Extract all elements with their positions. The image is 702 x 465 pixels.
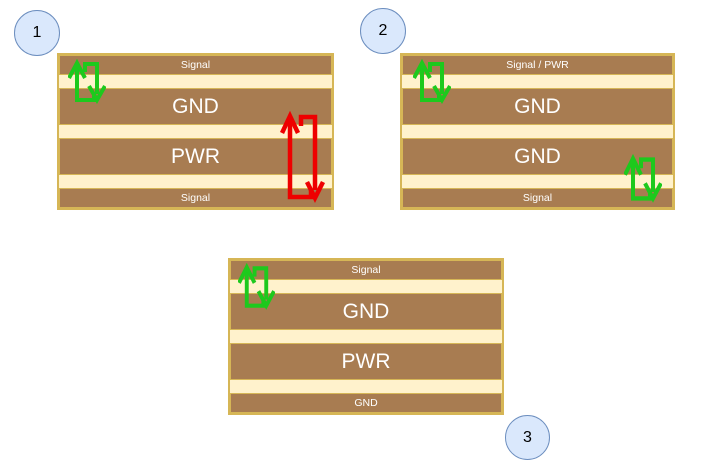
layer-label: GND <box>354 396 378 409</box>
green-loop-arrow-icon <box>68 57 106 107</box>
diagram-3: Signal GND PWR GND 3 <box>180 240 560 465</box>
layer-signal-top: Signal <box>59 55 332 75</box>
layer-label: Signal <box>522 191 553 204</box>
dielectric-gap <box>59 75 332 88</box>
diagram-2-number-badge: 2 <box>360 8 406 54</box>
layer-signal-bottom: Signal <box>59 188 332 208</box>
layer-gnd-bottom: GND <box>230 393 502 413</box>
layer-label: PWR <box>171 145 220 168</box>
dielectric-gap <box>402 75 673 88</box>
dielectric-gap <box>402 175 673 188</box>
layer-label: Signal <box>180 191 211 204</box>
stackup-3: Signal GND PWR GND <box>228 258 504 415</box>
stackup-2: Signal / PWR GND GND Signal <box>400 53 675 210</box>
layer-label: Signal <box>180 58 211 71</box>
layer-label: PWR <box>341 350 391 373</box>
dielectric-gap <box>402 125 673 138</box>
diagram-1-number-badge: 1 <box>14 10 60 56</box>
layer-gnd: GND <box>230 293 502 330</box>
diagram-2-number: 2 <box>378 22 388 39</box>
dielectric-gap <box>230 380 502 393</box>
stackup-1: Signal GND PWR Signal <box>57 53 334 210</box>
green-loop-arrow-icon <box>624 152 662 206</box>
layer-label: GND <box>172 95 219 118</box>
green-loop-arrow-icon <box>238 261 275 313</box>
diagram-1: 1 Signal GND PWR Signal <box>0 0 350 232</box>
layer-label: GND <box>342 300 390 323</box>
diagram-1-number: 1 <box>32 24 42 41</box>
layer-label: Signal / PWR <box>506 58 569 71</box>
layer-signal-bottom: Signal <box>402 188 673 208</box>
diagram-3-number: 3 <box>523 428 532 446</box>
green-loop-arrow-icon <box>413 57 451 107</box>
layer-signal-top: Signal <box>230 260 502 280</box>
layer-label: GND <box>514 145 561 168</box>
diagram-2: 2 Signal / PWR GND GND Signal <box>351 0 702 232</box>
red-loop-arrow-icon <box>280 109 326 205</box>
dielectric-gap <box>230 280 502 293</box>
dielectric-gap <box>230 330 502 343</box>
layer-pwr: PWR <box>59 138 332 175</box>
dielectric-gap <box>59 175 332 188</box>
dielectric-gap <box>59 125 332 138</box>
diagram-3-number-badge: 3 <box>505 415 550 460</box>
layer-label: Signal <box>351 263 381 276</box>
layer-signal-pwr-top: Signal / PWR <box>402 55 673 75</box>
layer-label: GND <box>514 95 561 118</box>
layer-pwr: PWR <box>230 343 502 380</box>
